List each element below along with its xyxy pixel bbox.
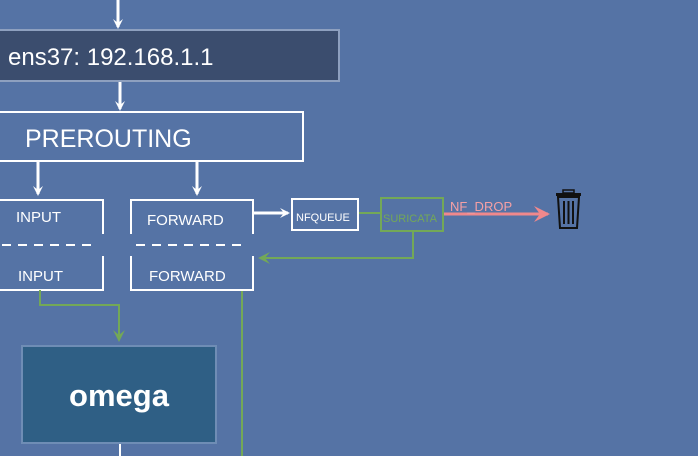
- interface-node: ens37: 192.168.1.1: [0, 29, 340, 82]
- trash-icon: [556, 189, 581, 229]
- prerouting-node: PREROUTING: [0, 111, 304, 162]
- forward-top-node: FORWARD: [130, 199, 254, 234]
- omega-label: omega: [69, 378, 170, 413]
- nfqueue-label: NFQUEUE: [296, 212, 350, 224]
- forward-bottom-label: FORWARD: [149, 268, 226, 285]
- input-top-label: INPUT: [16, 209, 61, 226]
- interface-label: ens37: 192.168.1.1: [8, 44, 214, 71]
- prerouting-label: PREROUTING: [25, 125, 192, 153]
- suricata-return-arrow: [258, 231, 414, 264]
- drop-label: NF_DROP: [450, 199, 512, 214]
- omega-node: omega: [21, 345, 217, 444]
- suricata-label: SURICATA: [383, 213, 438, 225]
- input-to-omega-arrow: [39, 290, 125, 342]
- forward-top-label: FORWARD: [147, 212, 224, 229]
- input-bottom-label: INPUT: [18, 268, 63, 285]
- nfqueue-node: NFQUEUE: [291, 198, 359, 231]
- input-top-node: INPUT: [0, 199, 104, 234]
- forward-bottom-node: FORWARD: [130, 256, 254, 291]
- suricata-node: SURICATA: [380, 197, 444, 232]
- input-bottom-node: INPUT: [0, 256, 104, 291]
